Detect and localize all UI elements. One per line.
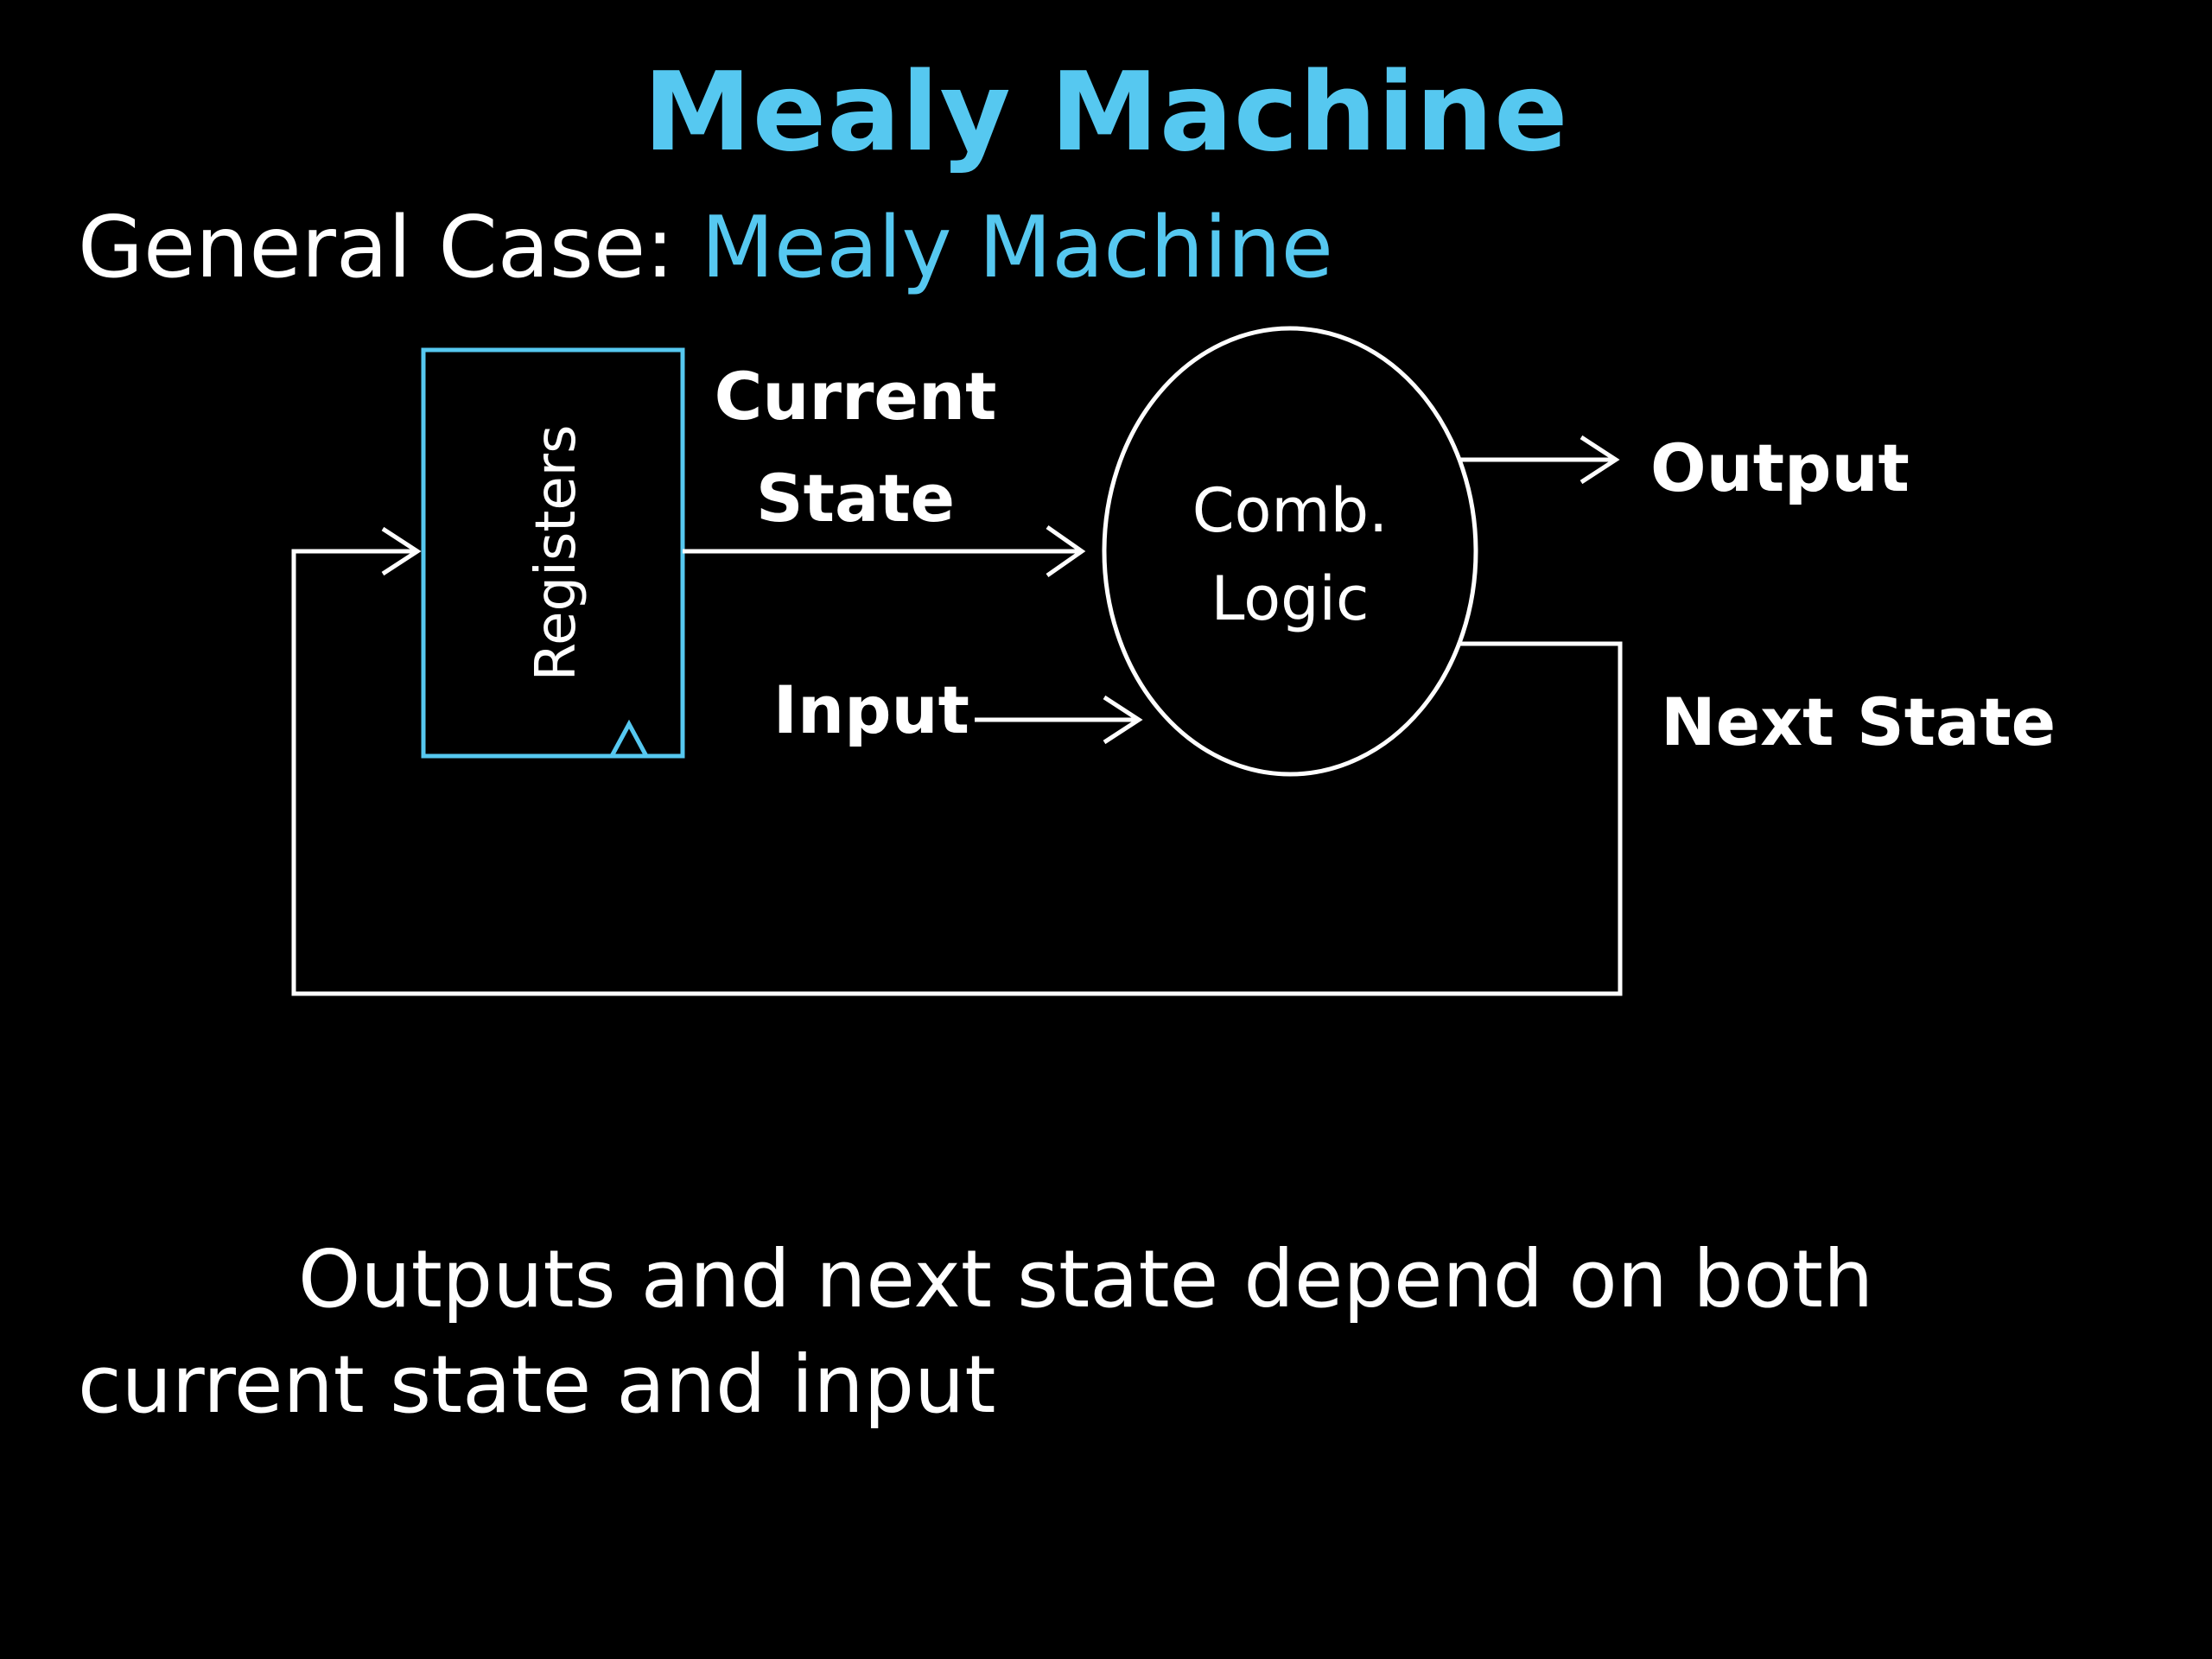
subtitle: General Case: Mealy Machine — [78, 192, 1333, 304]
output-label: Output — [1650, 429, 1910, 506]
clock-triangle-icon — [609, 719, 649, 758]
slide-title: Mealy Machine — [643, 48, 1569, 175]
registers-label: Registers — [524, 425, 588, 682]
current-state-arrowhead-icon — [1046, 524, 1086, 578]
comb-logic-ellipse — [1102, 326, 1478, 777]
output-arrowhead-icon — [1580, 435, 1620, 485]
next-state-label: Next State — [1661, 683, 2056, 760]
caption: Outputs and next state depend on both cu… — [78, 1227, 2065, 1438]
input-arrowhead-icon — [1103, 695, 1143, 745]
comb-logic-line2: Logic — [1211, 563, 1370, 634]
current-state-line2: State — [756, 460, 955, 537]
subtitle-prefix: General Case: — [78, 199, 702, 297]
comb-logic-line1: Comb. — [1192, 475, 1389, 546]
subtitle-accent: Mealy Machine — [701, 199, 1333, 297]
next-state-feedback-line — [291, 549, 1623, 996]
caption-line1: Outputs and next state depend on both — [298, 1233, 1874, 1325]
caption-line2: current state and input — [78, 1338, 996, 1431]
current-state-line1: Current — [715, 358, 997, 435]
feedback-arrowhead-icon — [381, 526, 422, 576]
input-label: Input — [773, 671, 969, 748]
